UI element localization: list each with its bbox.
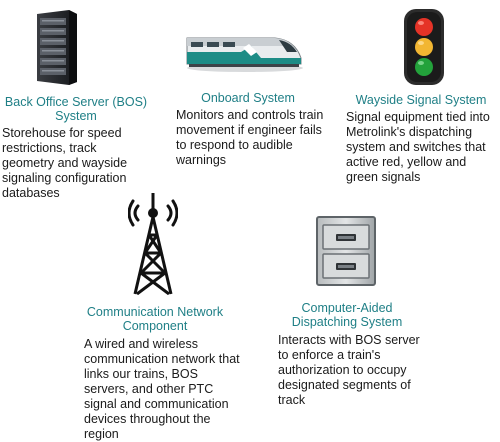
- wayside-description: Signal equipment tied into Metrolink's d…: [346, 110, 490, 184]
- wayside-title: Wayside Signal System: [355, 93, 487, 107]
- green-signal: [415, 58, 433, 76]
- train-icon: [183, 18, 305, 74]
- bos-description: Storehouse for speed restrictions, track…: [2, 126, 128, 200]
- cad-title: Computer-Aided Dispatching System: [291, 301, 403, 329]
- onboard-title: Onboard System: [201, 91, 295, 105]
- yellow-signal: [415, 38, 433, 56]
- server-rack-icon: [33, 8, 79, 86]
- red-signal: [415, 18, 433, 36]
- comm-title: Communication Network Component: [86, 305, 224, 333]
- file-cabinet-icon: [315, 215, 377, 287]
- cad-description: Interacts with BOS server to enforce a t…: [278, 333, 420, 407]
- comm-description: A wired and wireless communication netwo…: [84, 337, 240, 441]
- traffic-light-icon: [402, 8, 446, 86]
- radio-tower-icon: [127, 191, 179, 296]
- onboard-description: Monitors and controls train movement if …: [176, 108, 324, 167]
- bos-title: Back Office Server (BOS) System: [4, 95, 148, 123]
